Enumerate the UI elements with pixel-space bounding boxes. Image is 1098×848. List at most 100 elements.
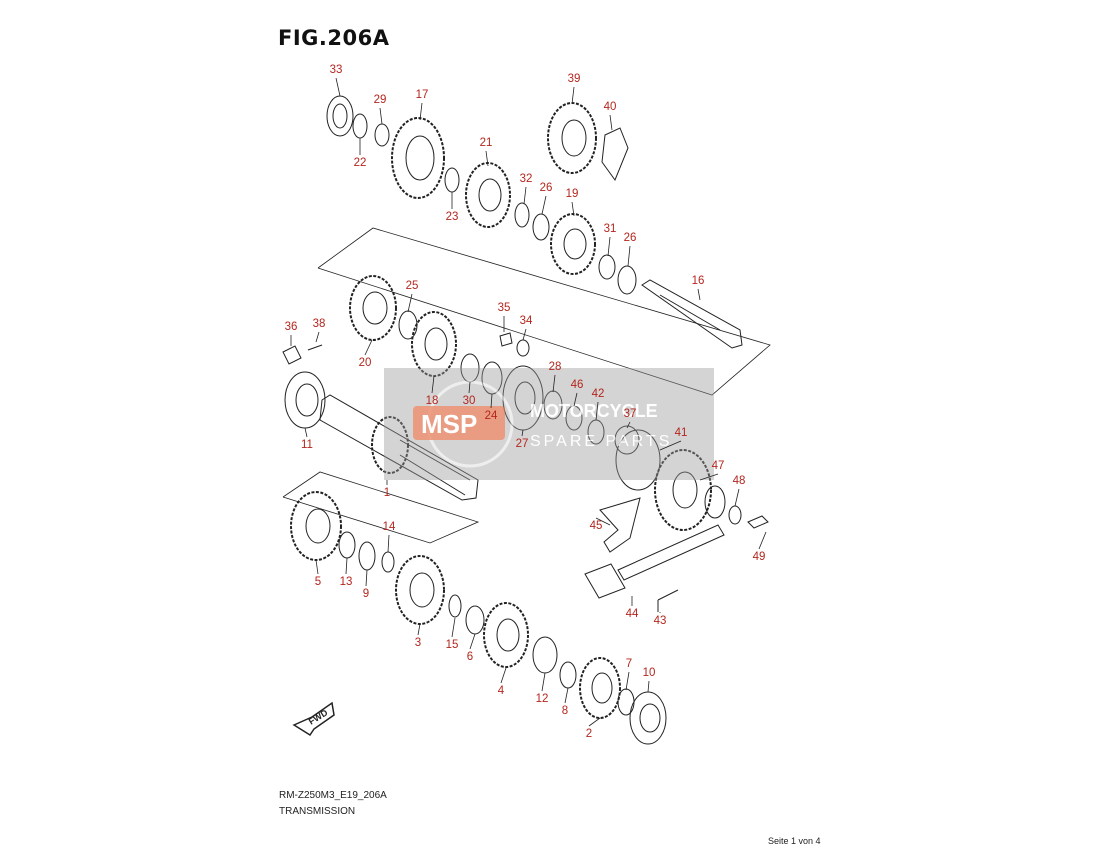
leader-line-7	[625, 671, 630, 691]
part-number-label[interactable]: 26	[624, 232, 637, 244]
leader-line-13	[345, 557, 348, 575]
leader-line-18	[431, 375, 435, 394]
part-number-label[interactable]: 4	[498, 685, 505, 697]
part-number-label[interactable]: 36	[285, 321, 298, 333]
leader-line-31	[607, 236, 611, 257]
leader-line-8	[564, 687, 569, 704]
part-number-label[interactable]: 38	[313, 318, 326, 330]
leader-line-5	[315, 559, 319, 575]
part-number-label[interactable]: 30	[463, 395, 476, 407]
part-number-label[interactable]: 46	[571, 379, 584, 391]
leader-line-25	[407, 293, 413, 313]
part-number-label[interactable]: 22	[354, 157, 367, 169]
leader-line-26	[627, 245, 631, 267]
leader-line-15	[451, 617, 456, 638]
figure-code: RM-Z250M3_E19_206A	[279, 790, 387, 801]
figure-title: FIG.206A	[278, 26, 390, 50]
part-number-label[interactable]: 45	[590, 520, 603, 532]
leader-line-10	[647, 680, 650, 693]
part-number-label[interactable]: 49	[753, 551, 766, 563]
part-number-label[interactable]: 2	[586, 728, 592, 740]
leader-line-12	[541, 672, 546, 692]
leader-line-49	[758, 531, 767, 550]
part-number-label[interactable]: 18	[426, 395, 439, 407]
part-number-label[interactable]: 39	[568, 73, 581, 85]
part-number-label[interactable]: 15	[446, 639, 459, 651]
part-number-label[interactable]: 32	[520, 173, 533, 185]
part-number-label[interactable]: 20	[359, 357, 372, 369]
leader-line-28	[552, 374, 556, 393]
leader-line-39	[571, 86, 575, 105]
part-number-label[interactable]: 21	[480, 137, 493, 149]
part-number-label[interactable]: 13	[340, 576, 353, 588]
leader-line-19	[571, 201, 575, 217]
part-number-label[interactable]: 3	[415, 637, 421, 649]
leader-line-26	[541, 195, 547, 215]
leader-line-14	[387, 534, 390, 553]
leader-line-30	[468, 381, 471, 394]
part-number-label[interactable]: 24	[485, 410, 498, 422]
part-number-label[interactable]: 37	[624, 408, 637, 420]
part-number-label[interactable]: 34	[520, 315, 533, 327]
leader-line-48	[734, 488, 740, 507]
part-number-label[interactable]: 1	[384, 487, 390, 499]
part-number-label[interactable]: 41	[675, 427, 688, 439]
part-number-label[interactable]: 27	[516, 438, 529, 450]
leader-line-3	[417, 623, 421, 636]
part-number-label[interactable]: 33	[330, 64, 343, 76]
fwd-arrow-icon: FWD	[292, 701, 335, 737]
part-number-label[interactable]: 26	[540, 182, 553, 194]
page-indicator: Seite 1 von 4	[768, 836, 821, 846]
part-number-label[interactable]: 43	[654, 615, 667, 627]
part-number-label[interactable]: 25	[406, 280, 419, 292]
leader-line-32	[523, 186, 527, 205]
part-number-label[interactable]: 35	[498, 302, 511, 314]
leader-line-17	[419, 102, 423, 121]
part-number-label[interactable]: 7	[626, 658, 632, 670]
leader-line-21	[485, 150, 489, 167]
part-number-label[interactable]: 10	[643, 667, 656, 679]
part-number-label[interactable]: 42	[592, 388, 605, 400]
part-number-label[interactable]: 11	[301, 439, 313, 451]
leader-line-46	[573, 392, 578, 407]
leader-line-16	[697, 288, 701, 301]
figure-name: TRANSMISSION	[279, 806, 356, 817]
watermark-line1: MOTORCYCLE	[530, 401, 658, 421]
leader-line-24	[490, 393, 493, 409]
leader-line-20	[364, 339, 373, 356]
leader-line-33	[335, 77, 341, 97]
part-number-label[interactable]: 9	[363, 588, 369, 600]
leader-line-40	[609, 114, 613, 131]
part-number-label[interactable]: 29	[374, 94, 387, 106]
leader-line-37	[626, 421, 631, 429]
watermark-line2: SPARE PARTS	[530, 433, 672, 450]
part-number-label[interactable]: 19	[566, 188, 579, 200]
part-number-label[interactable]: 40	[604, 101, 617, 113]
part-number-label[interactable]: 44	[626, 608, 639, 620]
watermark-logo: MSP	[421, 409, 477, 439]
part-number-label[interactable]: 23	[446, 211, 459, 223]
leader-line-29	[379, 107, 383, 125]
leader-line-9	[365, 569, 368, 587]
part-number-label[interactable]: 5	[315, 576, 321, 588]
part-number-label[interactable]: 12	[536, 693, 549, 705]
leader-line-38	[315, 331, 320, 343]
part-number-label[interactable]: 16	[692, 275, 705, 287]
leader-line-4	[500, 667, 507, 684]
part-number-label[interactable]: 6	[467, 651, 473, 663]
part-number-label[interactable]: 31	[604, 223, 617, 235]
leader-line-47	[699, 473, 719, 481]
watermark: MSP MOTORCYCLE SPARE PARTS	[384, 368, 714, 480]
leader-line-27	[521, 429, 524, 437]
leader-line-42	[595, 401, 599, 421]
part-number-label[interactable]: 47	[712, 460, 725, 472]
leader-line-34	[522, 328, 527, 341]
part-number-label[interactable]: 17	[416, 89, 429, 101]
part-number-label[interactable]: 14	[383, 521, 396, 533]
part-number-label[interactable]: 28	[549, 361, 562, 373]
part-number-label[interactable]: 48	[733, 475, 746, 487]
leader-line-6	[469, 633, 476, 650]
leader-line-41	[659, 440, 682, 451]
part-number-label[interactable]: 8	[562, 705, 568, 717]
